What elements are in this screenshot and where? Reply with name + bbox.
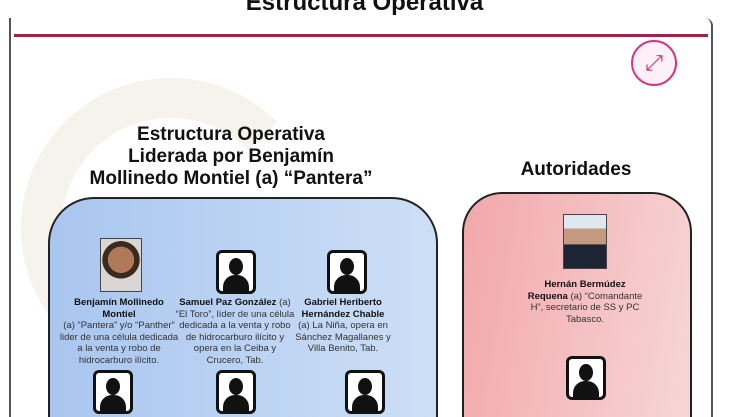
silhouette-icon — [566, 356, 606, 400]
expand-icon: ⤢ — [645, 50, 663, 75]
person-card: Samuel Paz González (a) “El Toro”, líder… — [175, 297, 295, 366]
person-name: Benjamín Mollinedo Montiel — [74, 297, 164, 320]
authority-description: (a) “Comandante H”, secretario de SS y P… — [530, 290, 643, 325]
title-line: Estructura Operativa — [137, 124, 325, 145]
left-section-title: Estructura Operativa Liderada por Benjam… — [71, 124, 391, 190]
silhouette-icon — [345, 370, 385, 414]
right-section-title: Autoridades — [520, 159, 632, 180]
title-line: Liderada por Benjamín — [128, 146, 334, 167]
authority-photo — [563, 214, 607, 269]
silhouette-icon — [216, 250, 256, 294]
silhouette-icon — [327, 250, 367, 294]
authority-card: Hernán Bermúdez Requena (a) “Comandante … — [525, 279, 645, 325]
person-name: Samuel Paz González — [179, 297, 277, 308]
person-description: (a) “El Toro”, líder de una célula dedic… — [175, 297, 295, 366]
person-card: Gabriel Heriberto Hernández Chable(a) La… — [287, 297, 399, 355]
silhouette-icon — [216, 370, 256, 414]
person-photo — [100, 238, 142, 292]
person-description: (a) “Pantera” y/o “Panther” lider de una… — [59, 320, 179, 366]
header-divider — [14, 34, 708, 37]
slide: ⤢ Estructura Operativa Liderada por Benj… — [9, 18, 713, 417]
slide-header-title: Estructura Operativa — [245, 0, 484, 16]
authority-name: Hernán Bermúdez Requena — [527, 279, 626, 302]
expand-button[interactable]: ⤢ — [631, 40, 677, 86]
person-card: Benjamín Mollinedo Montiel(a) “Pantera” … — [59, 297, 179, 366]
person-description: (a) La Niña, opera en Sánchez Magallanes… — [295, 320, 391, 354]
person-name: Gabriel Heriberto Hernández Chable — [301, 297, 385, 320]
title-line: Mollinedo Montiel (a) “Pantera” — [89, 168, 373, 189]
silhouette-icon — [93, 370, 133, 414]
